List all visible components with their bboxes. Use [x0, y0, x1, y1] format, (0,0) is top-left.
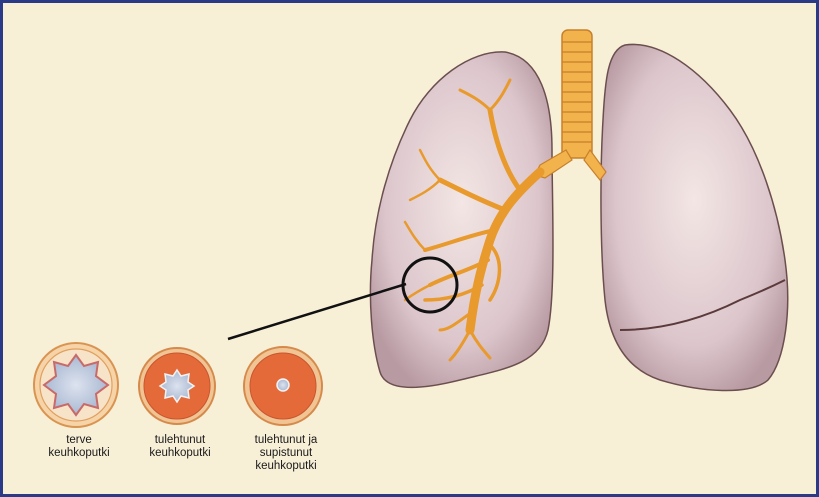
healthy-bronchus-cross-section: [34, 343, 118, 427]
constricted-bronchus-cross-section: [244, 347, 322, 425]
left-lung: [601, 44, 788, 390]
healthy-bronchus-label: terve keuhkoputki: [33, 434, 125, 460]
constricted-bronchus-label: tulehtunut ja supistunut keuhkoputki: [231, 434, 341, 473]
inflamed-bronchus-label: tulehtunut keuhkoputki: [134, 434, 226, 460]
right-lung: [370, 52, 553, 387]
lungs-illustration: [3, 3, 816, 494]
inflamed-bronchus-cross-section: [139, 348, 215, 424]
